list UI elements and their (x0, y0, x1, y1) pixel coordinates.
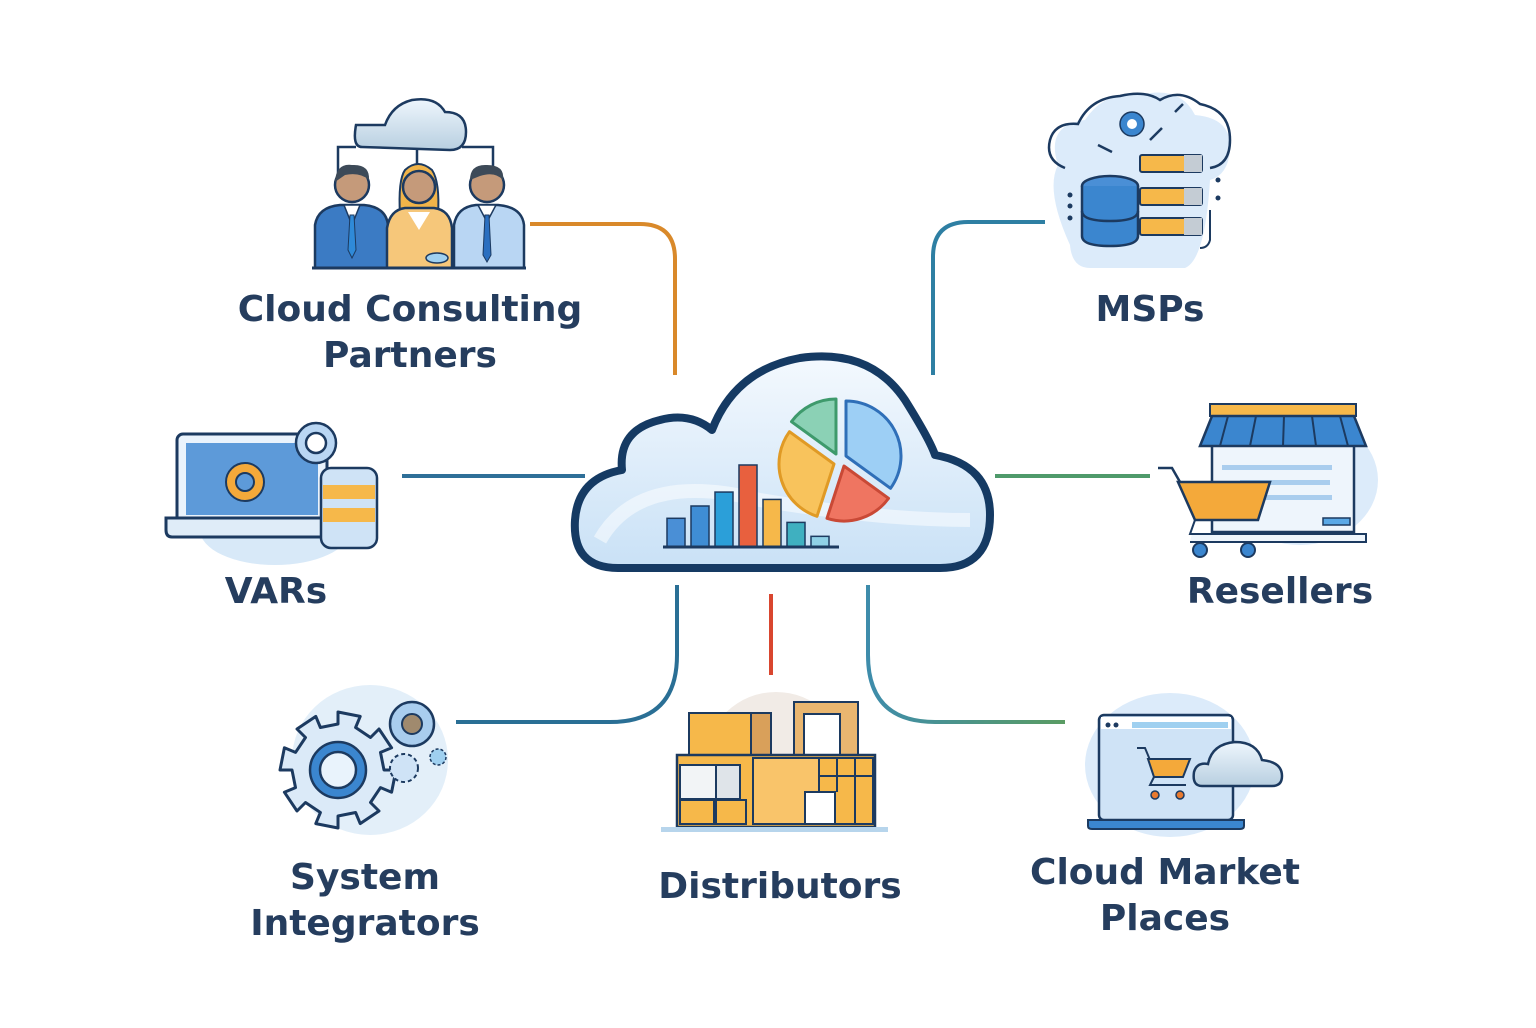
hub-bar (786, 521, 806, 548)
hub-pie-slice (844, 399, 903, 490)
hub-bar (738, 464, 758, 548)
hub-bar (810, 535, 830, 548)
connector-msps (931, 220, 1045, 375)
label-line: Integrators (250, 903, 480, 944)
label-resellers: Resellers (1160, 569, 1400, 615)
warehouse-boxes-icon (661, 692, 888, 832)
connector-cloud-market-places (866, 585, 1065, 724)
connector-cloud-consulting-partners (530, 222, 677, 375)
label-line: System (290, 857, 440, 898)
hub-pie-slice (777, 430, 836, 518)
consulting-team-icon (312, 98, 526, 270)
connector-system-integrators (456, 585, 679, 724)
label-system-integrators: System Integrators (215, 855, 515, 947)
hub-pie-chart (777, 397, 903, 523)
hub-pie-slice (825, 464, 890, 523)
label-distributors: Distributors (630, 864, 930, 910)
hub-bar (690, 505, 710, 548)
label-vars: VARs (176, 569, 376, 615)
managed-services-server-icon (1047, 92, 1232, 268)
hub-bar (666, 517, 686, 548)
label-line: Distributors (658, 866, 902, 907)
label-msps: MSPs (1050, 287, 1250, 333)
label-line: Resellers (1186, 571, 1374, 612)
label-line: Places (1099, 898, 1231, 939)
hub-pie-slice (790, 397, 838, 456)
hub-bar (714, 491, 734, 548)
hub-bar-chart (666, 464, 830, 548)
label-line: VARs (224, 571, 328, 612)
label-cloud-market-places: Cloud Market Places (1000, 850, 1330, 942)
gears-icon (278, 685, 448, 835)
label-line: Partners (323, 335, 497, 376)
label-cloud-consulting-partners: Cloud Consulting Partners (210, 287, 610, 379)
label-line: Cloud Market (1030, 852, 1300, 893)
storefront-cart-icon (1158, 403, 1378, 558)
label-line: MSPs (1095, 289, 1205, 330)
hub-bar (762, 498, 782, 548)
label-line: Cloud Consulting (237, 289, 583, 330)
connectors (402, 220, 1150, 724)
online-marketplace-icon (1085, 693, 1284, 837)
laptop-gear-database-icon (164, 421, 379, 565)
cloud-analytics-hub (570, 352, 994, 572)
